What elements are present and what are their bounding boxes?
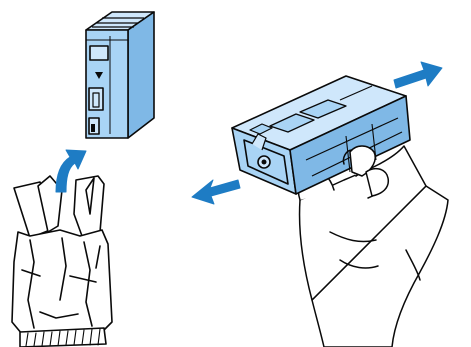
ink-cartridge-icon (86, 12, 154, 138)
shake-arrow-back-icon (192, 180, 240, 204)
packaging-bag-icon (12, 176, 112, 347)
shake-arrow-forward-icon (394, 62, 442, 88)
